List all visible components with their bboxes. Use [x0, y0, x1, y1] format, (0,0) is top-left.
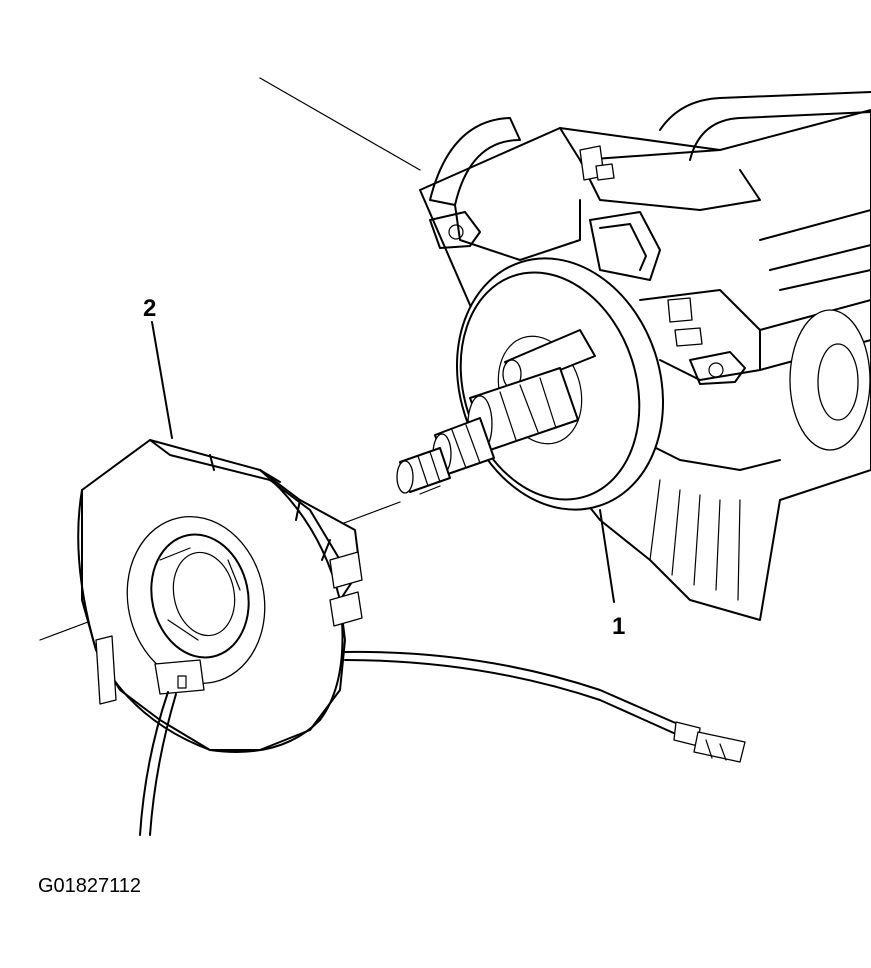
figure-id-label: G01827112	[38, 875, 142, 897]
callout-label-2: 2	[143, 295, 157, 322]
clock-spring	[77, 439, 363, 753]
leader-lines	[151, 321, 615, 603]
steering-shaft	[396, 329, 596, 494]
callout-label-1: 1	[612, 613, 626, 640]
wire-harness	[139, 650, 746, 836]
